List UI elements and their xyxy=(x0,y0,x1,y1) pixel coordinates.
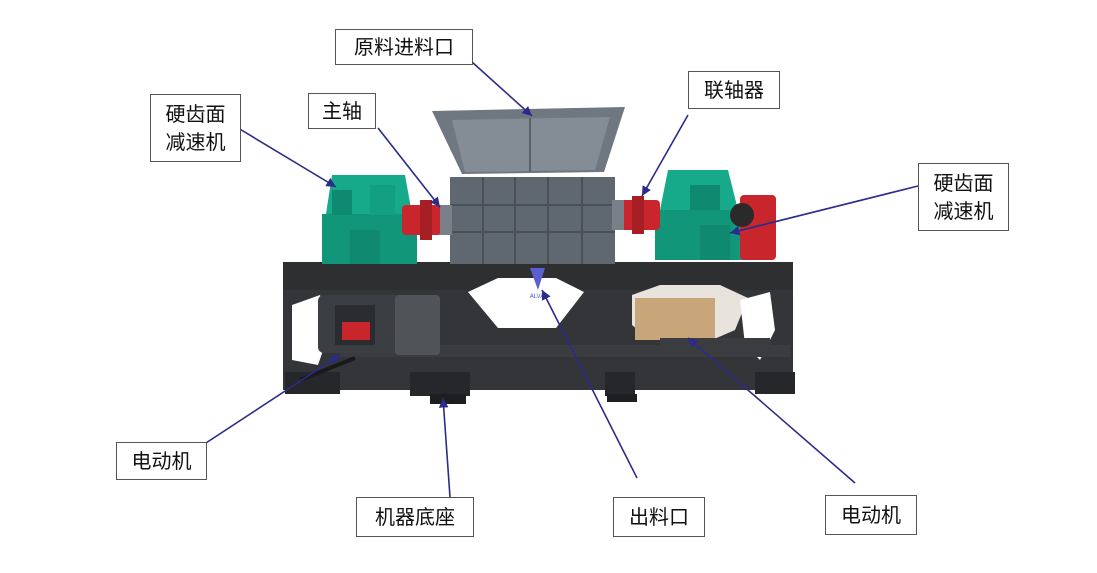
label-outlet-text: 出料口 xyxy=(629,505,689,529)
label-coupling: 联轴器 xyxy=(688,71,780,109)
leader-main-shaft xyxy=(377,127,441,208)
label-reducer-left-text: 硬齿面 减速机 xyxy=(165,102,226,154)
leader-reducer-left xyxy=(237,127,337,188)
leader-raw-inlet xyxy=(471,61,533,117)
leader-coupling xyxy=(641,114,689,197)
label-coupling-text: 联轴器 xyxy=(704,78,764,102)
leader-outlet xyxy=(541,289,638,479)
label-raw-inlet-text: 原料进料口 xyxy=(354,35,454,59)
svg-text:ALVA: ALVA xyxy=(530,293,546,300)
label-outlet: 出料口 xyxy=(613,497,705,537)
motor-left xyxy=(299,295,440,382)
label-base-text: 机器底座 xyxy=(375,505,455,529)
leader-base xyxy=(438,397,451,498)
alva-logo: ALVA xyxy=(530,268,546,300)
feed-hopper xyxy=(432,107,625,174)
coupling-left xyxy=(402,200,442,240)
label-motor-right: 电动机 xyxy=(825,495,917,535)
reducer-right xyxy=(655,170,776,260)
motor-right xyxy=(660,338,770,356)
label-raw-inlet: 原料进料口 xyxy=(335,29,473,65)
label-reducer-right: 硬齿面 减速机 xyxy=(918,163,1009,231)
label-reducer-left: 硬齿面 减速机 xyxy=(150,94,241,162)
cutting-chamber xyxy=(440,177,624,264)
leader-reducer-right xyxy=(729,185,919,236)
coupling-right xyxy=(620,196,660,234)
label-motor-left: 电动机 xyxy=(116,442,207,480)
label-base: 机器底座 xyxy=(356,497,474,537)
label-reducer-right-text: 硬齿面 减速机 xyxy=(933,171,994,223)
label-motor-left-text: 电动机 xyxy=(131,449,192,473)
label-main-shaft: 主轴 xyxy=(308,93,376,129)
leader-motor-right xyxy=(687,337,856,484)
label-main-shaft-text: 主轴 xyxy=(322,99,362,123)
reducer-left xyxy=(322,175,417,264)
label-motor-right-text: 电动机 xyxy=(841,503,901,527)
